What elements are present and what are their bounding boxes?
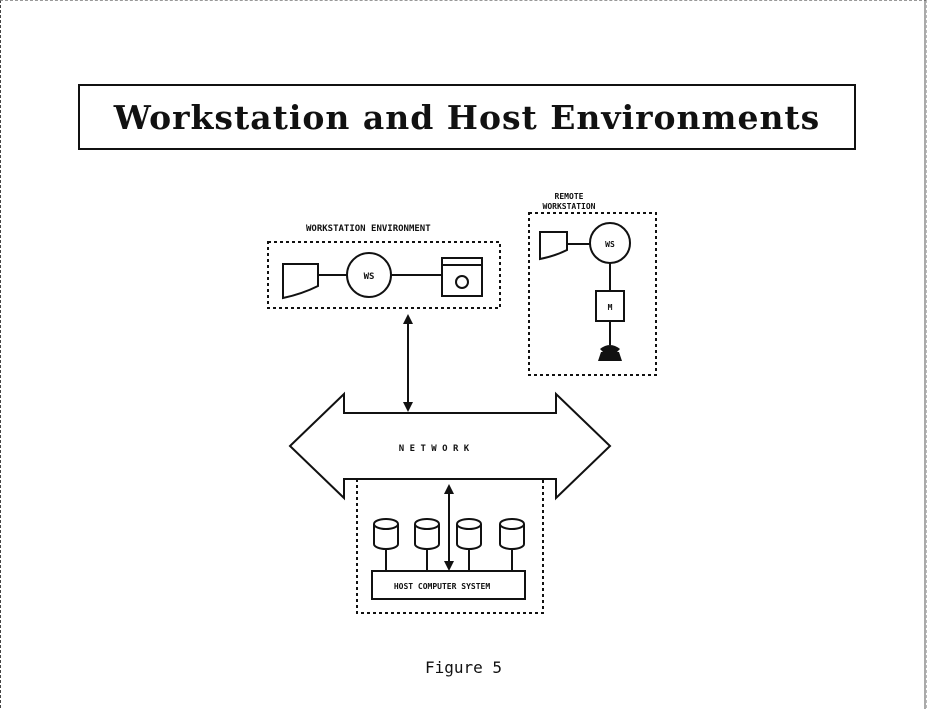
page-title: Workstation and Host Environments xyxy=(113,97,821,137)
ws-node-label: WS xyxy=(364,272,375,282)
database-cylinder-icon xyxy=(456,518,482,571)
display-icon xyxy=(282,263,319,300)
modem-label: M xyxy=(608,303,613,312)
remote-ws-label: WS xyxy=(605,240,615,249)
database-cylinder-icon xyxy=(499,518,525,571)
database-cylinder-icon xyxy=(373,518,399,571)
host-computer-label: HOST COMPUTER SYSTEM xyxy=(394,582,491,591)
network-double-arrow xyxy=(288,391,612,501)
workstation-environment-label: WORKSTATION ENVIRONMENT xyxy=(306,224,431,234)
host-environment-box xyxy=(356,479,544,614)
telephone-icon xyxy=(598,345,622,361)
host-environment: HOST COMPUTER SYSTEM xyxy=(356,479,544,614)
remote-workstation: REMOTE WORKSTATION WS M xyxy=(528,192,657,376)
workstation-environment-box xyxy=(267,241,501,309)
modem-box xyxy=(595,290,625,322)
host-computer-box xyxy=(371,570,526,600)
display-icon xyxy=(539,231,568,261)
remote-label-line1: REMOTE xyxy=(555,192,584,201)
network: N E T W O R K xyxy=(288,391,612,501)
disk-drive-icon xyxy=(441,257,483,297)
database-cylinder-icon xyxy=(414,518,440,571)
ws-network-arrow xyxy=(403,314,413,412)
figure-caption: Figure 5 xyxy=(424,658,503,677)
workstation-environment: WORKSTATION ENVIRONMENT WS xyxy=(267,224,501,309)
network-label: N E T W O R K xyxy=(399,444,470,454)
title-box: Workstation and Host Environments xyxy=(78,84,856,150)
remote-label-line2: WORKSTATION xyxy=(543,202,596,211)
network-host-arrow xyxy=(444,484,454,571)
